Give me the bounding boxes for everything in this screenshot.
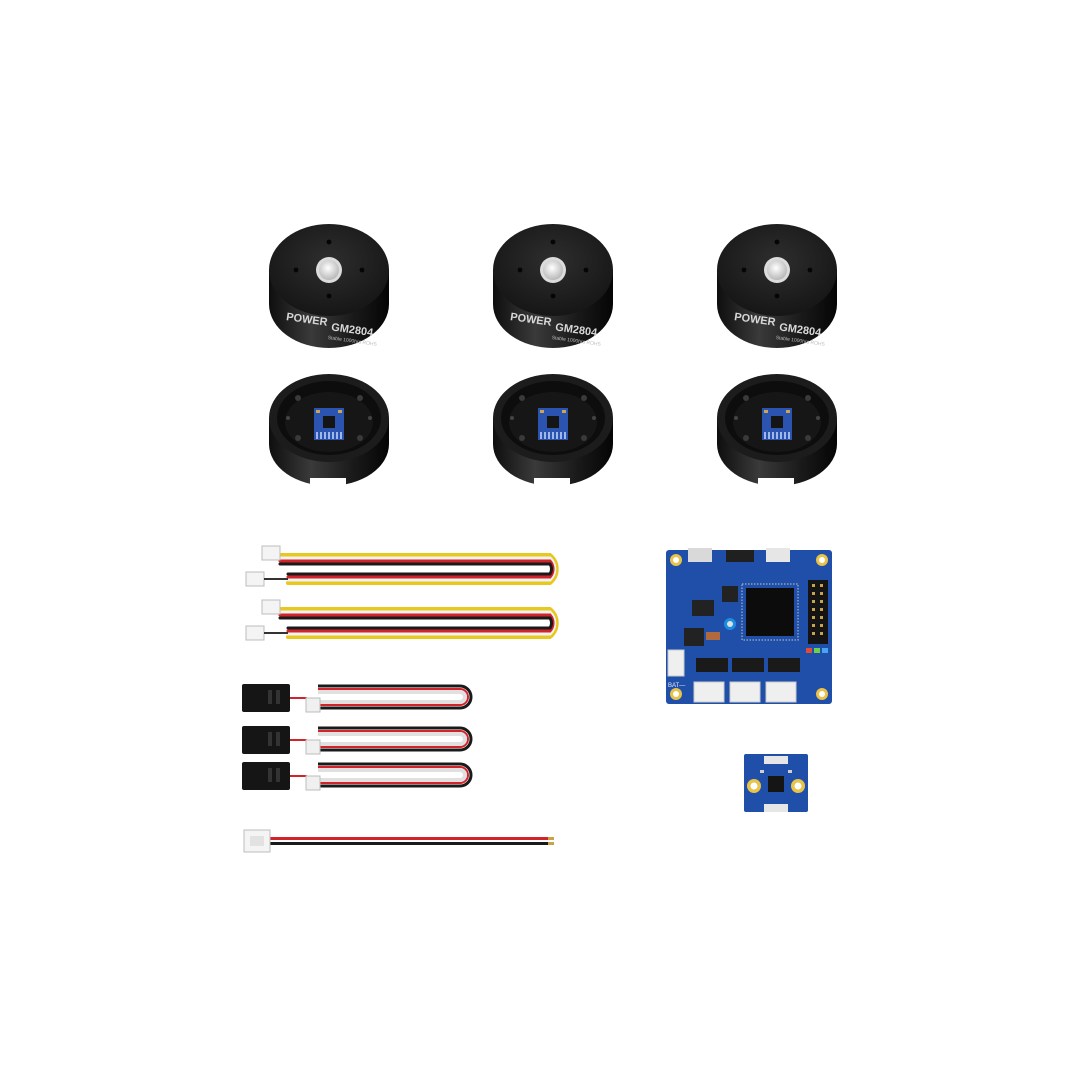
- motor-brand: POWER: [285, 311, 328, 329]
- motor-bottom-3: [716, 372, 838, 488]
- servo-cable-1: [240, 680, 475, 716]
- motor-brand: POWER: [509, 311, 552, 329]
- motor-bottom-1: [268, 372, 390, 488]
- servo-cable-3: [240, 758, 475, 794]
- motor-model: GM2804: [778, 321, 822, 339]
- motor-model: GM2804: [554, 321, 598, 339]
- bat-connector-label: BAT—: [668, 683, 685, 689]
- imu-board: [742, 752, 812, 816]
- motor-top-2: POWER GM2804 Stable 1000hrs ROHS: [492, 222, 614, 348]
- motor-top-1: POWER GM2804 Stable 1000hrs ROHS: [268, 222, 390, 348]
- controller-board: BAT—: [664, 546, 836, 706]
- motor-top-3: POWER GM2804 Stable 1000hrs ROHS: [716, 222, 838, 348]
- motor-brand: POWER: [733, 311, 776, 329]
- encoder-cable-1: [240, 542, 570, 592]
- motor-bottom-2: [492, 372, 614, 488]
- power-cable: [240, 826, 560, 856]
- encoder-cable-2: [240, 596, 570, 646]
- servo-cable-2: [240, 722, 475, 758]
- motor-model: GM2804: [330, 321, 374, 339]
